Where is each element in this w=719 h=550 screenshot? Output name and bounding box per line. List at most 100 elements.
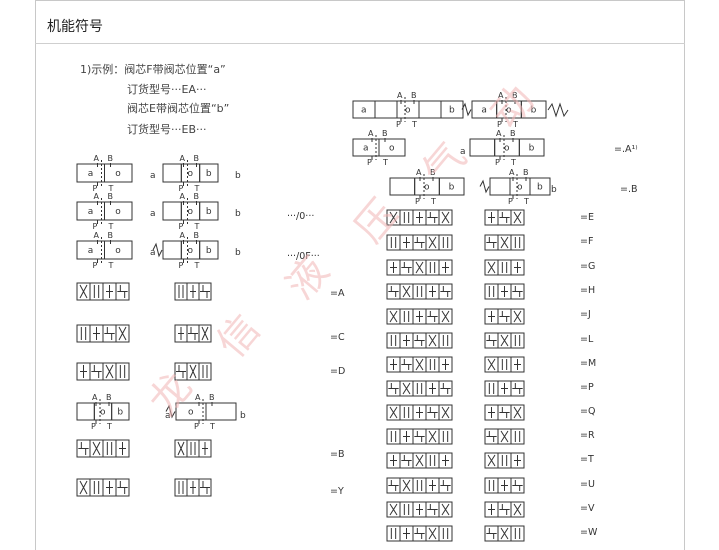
ex-valve-6-port-t: T: [523, 197, 529, 206]
left-valve-0-cell-label: o: [115, 169, 121, 179]
left-valve-0-port-t: T: [108, 184, 114, 193]
ex-valve-2-port-a: A: [498, 91, 504, 100]
spool-0-wide-arrow: [389, 211, 398, 224]
row-b-right-arrow: [177, 441, 185, 456]
ex-valve-1-cell-4: [440, 100, 464, 119]
ex-valve-3-port-b: B: [382, 129, 388, 138]
mid-valve-1-cell-label: b: [206, 207, 212, 217]
content-frame: [35, 0, 685, 550]
mid-valve-1-cell-label: o: [188, 207, 194, 217]
solenoid-b-label: b: [235, 171, 241, 181]
ex-valve-5-cell-label: o: [424, 183, 430, 193]
solenoid-a-label: a: [460, 147, 466, 157]
spool-13-wide-box-4: [438, 525, 453, 542]
code-a: =A: [330, 288, 345, 299]
ex-valve-2-cell-label: a: [481, 106, 487, 116]
solenoid-b-label: b: [551, 185, 557, 195]
left-valve-2-port-t: T: [108, 261, 114, 270]
section-header: [35, 0, 685, 44]
solenoid-b-label: b: [235, 248, 241, 258]
row-b-valve-cell-2: [111, 402, 130, 421]
spool-10-wide-arrow: [415, 454, 424, 467]
row-b-left-box-3: [115, 439, 130, 458]
code-right-6: =M: [580, 358, 597, 369]
mid-valve-0-cell-label: o: [188, 169, 194, 179]
left-valve-1-port-p: P: [93, 222, 98, 231]
code-d: =D: [330, 366, 346, 377]
code-right-11: =U: [580, 479, 595, 490]
spool-9-narrow-arrow: [500, 430, 509, 443]
row-a-right-box-2: [198, 282, 212, 301]
spool-5-wide-arrow: [428, 334, 437, 347]
code-right-9: =R: [580, 430, 595, 441]
spool-12-narrow-arrow: [513, 503, 522, 516]
mid-valve-2-cell-label: o: [188, 246, 194, 256]
spool-5-wide-box-4: [438, 332, 453, 349]
spool-7-narrow-box-2: [510, 380, 525, 397]
ex-valve-4-port-b: B: [510, 129, 516, 138]
row-a-left-box-3: [115, 282, 130, 301]
spool-1-narrow-box-2: [510, 234, 525, 251]
spool-10-wide-box-4: [438, 452, 453, 469]
row-b-valve-2-port-p: P: [194, 422, 199, 431]
mid-valve-2-spring: [152, 242, 163, 258]
row-b-valve-port-b: B: [106, 393, 112, 402]
watermark-char-1: 信: [208, 306, 269, 366]
code-right-3: =H: [580, 285, 596, 296]
spool-12-wide-arrow: [389, 503, 398, 516]
row-b-valve-port-a: A: [92, 393, 98, 402]
ex-valve-6-cell-label: b: [537, 183, 543, 193]
example-line-1: 1)示例：阀芯F带阀芯位置“a”: [80, 63, 226, 76]
row-c-left-box-3: [115, 324, 130, 343]
ex-valve-5-cell-label: b: [449, 183, 455, 193]
watermark-char-2: 液: [277, 248, 338, 308]
row-b-right-box-2: [198, 439, 212, 458]
spool-12-wide-box-4: [438, 501, 453, 518]
spool-13-narrow-box-2: [510, 525, 525, 542]
code-c: =C: [330, 332, 345, 343]
ex-valve-6-port-b: B: [523, 168, 529, 177]
spool-5-narrow-arrow: [500, 334, 509, 347]
ex-valve-4-port-a: A: [496, 129, 502, 138]
ex-valve-2-cell-label: b: [531, 106, 537, 116]
code-left-0f: ···/0F···: [287, 251, 320, 262]
spool-4-narrow-arrow: [513, 310, 522, 323]
ex-valve-4-cell-label: o: [504, 144, 510, 154]
ex-valve-1-port-a: A: [397, 91, 403, 100]
spool-8-wide-arrow: [441, 406, 450, 419]
solenoid-a-label: a: [165, 411, 171, 421]
mid-valve-2-cell-label: b: [206, 246, 212, 256]
ex-valve-5-port-b: B: [430, 168, 436, 177]
mid-valve-1-port-t: T: [194, 222, 200, 231]
ex-valve-5-cell-2: [438, 177, 465, 196]
spool-10-narrow-arrow: [487, 454, 496, 467]
mid-valve-1-port-p: P: [179, 222, 184, 231]
solenoid-a-label: a: [150, 248, 156, 258]
spool-6-narrow-box-2: [510, 356, 525, 373]
ex-valve-6-port-a: A: [509, 168, 515, 177]
spool-1-wide-box-4: [438, 234, 453, 251]
spool-8-wide-box-4: [438, 404, 453, 421]
spring-icon: [547, 102, 569, 118]
code-b: =B: [330, 449, 345, 460]
ex-valve-2-spring: [461, 102, 472, 117]
mid-valve-2-port-p: P: [179, 261, 184, 270]
ex-valve-1-port-b: B: [411, 91, 417, 100]
ex-valve-5-port-t: T: [430, 197, 436, 206]
ex-valve-4-port-t: T: [510, 158, 516, 167]
ex-valve-6-cell-label: o: [517, 183, 523, 193]
left-valve-0-port-b: B: [108, 154, 114, 163]
mid-valve-1-port-a: A: [180, 192, 186, 201]
ex-valve-3-cell-label: o: [389, 144, 395, 154]
row-b-valve-2-spring: [165, 404, 176, 419]
ex-valve-1-port-p: P: [396, 120, 401, 129]
left-valve-1-cell-label: a: [88, 207, 94, 217]
row-d-right-box-2: [198, 362, 212, 381]
mid-valve-0-port-p: P: [179, 184, 184, 193]
ex-valve-6-cell-2: [529, 177, 551, 196]
row-d-right-arrow: [189, 364, 197, 379]
left-valve-1-port-a: A: [94, 192, 100, 201]
section-title: 机能符号: [47, 19, 103, 35]
mid-valve-0-port-b: B: [194, 154, 200, 163]
